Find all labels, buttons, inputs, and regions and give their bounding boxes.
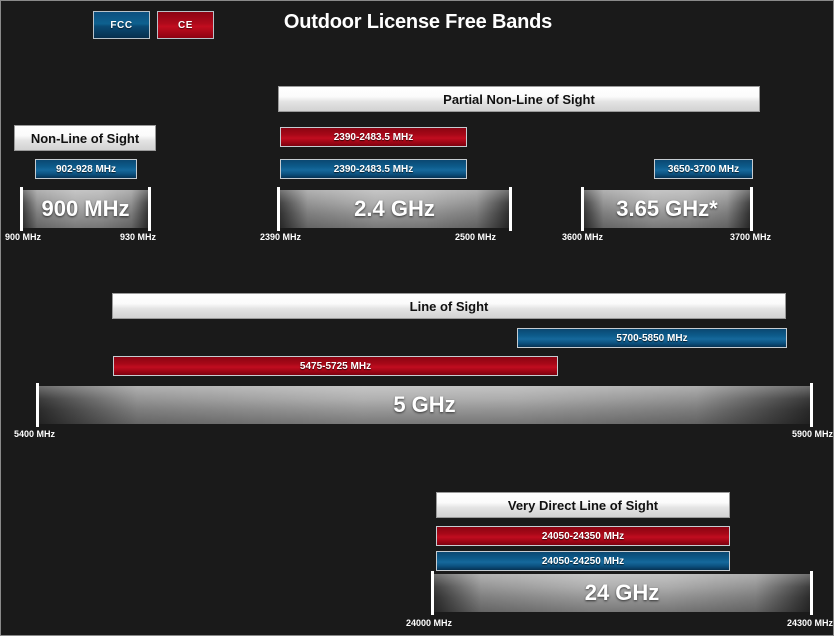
- range-bar-fcc-2400[interactable]: 2390-2483.5 MHz: [280, 159, 467, 179]
- band-tick-left: [20, 187, 23, 231]
- range-bar-label: 3650-3700 MHz: [667, 163, 740, 175]
- axis-label-24ghz-max: 24300 MHz: [786, 618, 833, 628]
- section-header-line-of-sight: Line of Sight: [112, 293, 786, 319]
- section-header-label: Non-Line of Sight: [30, 130, 140, 146]
- spectrum-band-900mhz: 900 MHz: [20, 187, 151, 231]
- legend-button-ce[interactable]: CE: [157, 11, 214, 39]
- band-tick-left: [431, 571, 434, 615]
- axis-label-24-max: 2500 MHz: [455, 232, 497, 242]
- axis-label-365-max: 3700 MHz: [730, 232, 772, 242]
- axis-label-900-min: 900 MHz: [5, 232, 42, 242]
- range-bar-label: 902-928 MHz: [55, 163, 117, 175]
- range-bar-label: 24050-24350 MHz: [541, 530, 625, 542]
- axis-label-24ghz-min: 24000 MHz: [406, 618, 453, 628]
- axis-label-900-max: 930 MHz: [120, 232, 157, 242]
- range-bar-fcc-24050[interactable]: 24050-24250 MHz: [436, 551, 730, 571]
- range-bar-ce-5475[interactable]: 5475-5725 MHz: [113, 356, 558, 376]
- axis-label-5ghz-min: 5400 MHz: [14, 429, 56, 439]
- axis-label-5ghz-max: 5900 MHz: [791, 429, 833, 439]
- page-title: Outdoor License Free Bands: [283, 11, 553, 33]
- spectrum-band-24ghz-mmwave: 24 GHz: [431, 571, 813, 615]
- band-tick-right: [148, 187, 151, 231]
- band-label: 3.65 GHz*: [616, 196, 718, 221]
- band-tick-right: [810, 383, 813, 427]
- section-header-partial-non-line-of-sight: Partial Non-Line of Sight: [278, 86, 760, 112]
- range-bar-ce-24050[interactable]: 24050-24350 MHz: [436, 526, 730, 546]
- range-bar-label: 2390-2483.5 MHz: [333, 131, 414, 143]
- band-label: 5 GHz: [393, 392, 456, 417]
- band-label: 24 GHz: [584, 580, 660, 605]
- legend-button-fcc[interactable]: FCC: [93, 11, 150, 39]
- band-label: 900 MHz: [41, 196, 130, 221]
- spectrum-band-365ghz: 3.65 GHz*: [581, 187, 753, 231]
- section-header-very-direct-line-of-sight: Very Direct Line of Sight: [436, 492, 730, 518]
- section-header-label: Very Direct Line of Sight: [507, 497, 659, 513]
- axis-label-365-min: 3600 MHz: [562, 232, 604, 242]
- band-tick-left: [36, 383, 39, 427]
- range-bar-fcc-5700[interactable]: 5700-5850 MHz: [517, 328, 787, 348]
- range-bar-label: 2390-2483.5 MHz: [333, 163, 414, 175]
- band-tick-right: [750, 187, 753, 231]
- range-bar-fcc-3650[interactable]: 3650-3700 MHz: [654, 159, 753, 179]
- section-header-label: Partial Non-Line of Sight: [443, 91, 595, 107]
- band-tick-left: [581, 187, 584, 231]
- range-bar-fcc-900[interactable]: 902-928 MHz: [35, 159, 137, 179]
- band-label: 2.4 GHz: [354, 196, 435, 221]
- range-bar-ce-2400[interactable]: 2390-2483.5 MHz: [280, 127, 467, 147]
- band-tick-right: [810, 571, 813, 615]
- range-bar-label: 5475-5725 MHz: [299, 360, 372, 372]
- range-bar-label: 24050-24250 MHz: [541, 555, 625, 567]
- band-tick-left: [277, 187, 280, 231]
- section-header-non-line-of-sight: Non-Line of Sight: [14, 125, 156, 151]
- legend-label-ce: CE: [177, 19, 194, 31]
- legend-label-fcc: FCC: [110, 19, 133, 31]
- section-header-label: Line of Sight: [409, 298, 489, 314]
- spectrum-band-5ghz: 5 GHz: [36, 383, 813, 427]
- band-tick-right: [509, 187, 512, 231]
- axis-label-24-min: 2390 MHz: [260, 232, 302, 242]
- range-bar-label: 5700-5850 MHz: [616, 332, 688, 344]
- spectrum-band-24ghz: 2.4 GHz: [277, 187, 512, 231]
